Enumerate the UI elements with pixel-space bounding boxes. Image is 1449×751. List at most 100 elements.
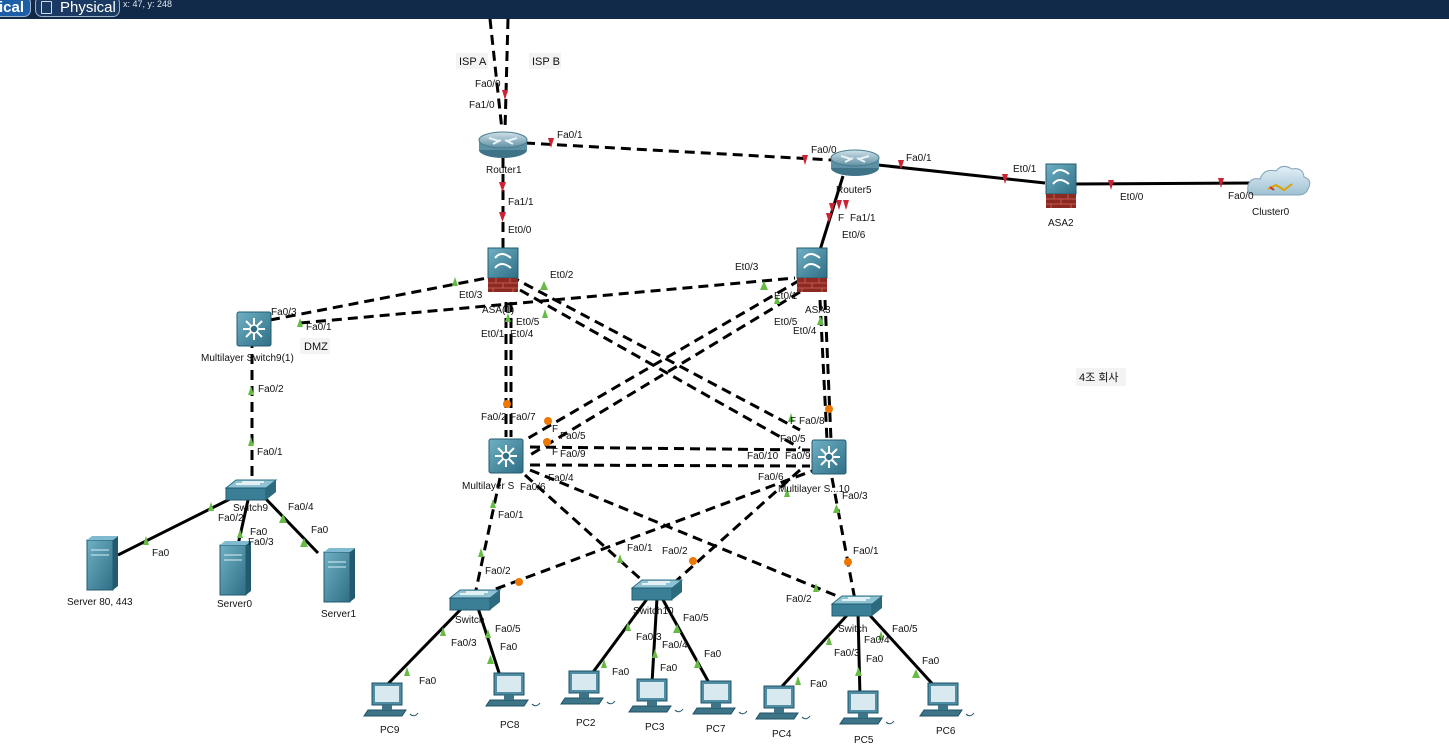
pc-icon[interactable]	[485, 672, 541, 707]
port-label: Fa0/7	[510, 412, 536, 423]
port-label: Et0/1	[774, 291, 798, 302]
pc-icon[interactable]	[628, 678, 684, 713]
router-icon[interactable]	[478, 131, 528, 159]
device-label-router1: Router1	[486, 165, 522, 176]
switch-icon[interactable]	[631, 579, 683, 601]
port-label: Fa0/9	[785, 451, 811, 462]
pc-icon[interactable]	[755, 685, 811, 720]
port-label: Fa1/1	[850, 213, 876, 224]
port-label: Fa0/1	[853, 546, 879, 557]
port-label: Fa0/5	[892, 624, 918, 635]
port-label: Et0/3	[459, 290, 483, 301]
multilayer-switch-icon[interactable]	[811, 439, 847, 475]
physical-tab-label: Physical	[60, 0, 116, 16]
device-label-server1: Server1	[321, 609, 356, 620]
port-label: Fa0/6	[520, 482, 546, 493]
port-label: Et0/0	[1120, 192, 1144, 203]
port-label: Et0/1	[481, 329, 505, 340]
port-label: Fa0/3	[636, 632, 662, 643]
port-label: Et0/0	[508, 225, 532, 236]
port-label: Et0/5	[516, 317, 540, 328]
port-label: Fa0/1	[627, 543, 653, 554]
pc-icon[interactable]	[839, 690, 895, 725]
pc-icon[interactable]	[363, 682, 419, 717]
port-label: Et0/3	[735, 262, 759, 273]
port-label: Fa0/1	[498, 510, 524, 521]
notes: ISP A ISP B DMZ 4조 회사	[300, 53, 1126, 386]
device-label-pc6: PC6	[936, 726, 956, 737]
device-label-asa1: ASA(1)	[482, 305, 514, 316]
port-label: Fa0/3	[271, 307, 297, 318]
note-isp-a: ISP A	[459, 56, 487, 68]
port-label: Et0/6	[842, 230, 866, 241]
port-label: Fa0	[704, 649, 722, 660]
link-status-markers	[143, 90, 1224, 685]
port-label: F	[552, 447, 558, 458]
device-label-multilayer-switch10: Multilayer S...10	[778, 484, 850, 495]
port-label: Fa0/5	[780, 434, 806, 445]
port-label: Fa0/4	[662, 640, 688, 651]
port-label: Fa0/2	[786, 594, 812, 605]
toolbar: ical Physical x: 47, y: 248	[0, 0, 1449, 19]
pc-icon[interactable]	[692, 680, 748, 715]
device-label-asa2: ASA2	[1048, 218, 1074, 229]
logical-tab[interactable]: ical	[0, 0, 31, 17]
port-label: Fa0	[866, 654, 884, 665]
port-label: Fa0/3	[248, 537, 274, 548]
port-label: Fa0/4	[548, 473, 574, 484]
device-label-server0: Server0	[217, 599, 252, 610]
port-label: Fa0/2	[481, 412, 507, 423]
device-label-multilayer-switch9: Multilayer Switch9(1)	[201, 353, 294, 364]
device-label-pc7: PC7	[706, 724, 726, 735]
server-icon[interactable]	[86, 535, 119, 591]
port-label: Fa0/9	[560, 449, 586, 460]
port-label: Fa0/0	[475, 79, 501, 90]
device-label-pc2: PC2	[576, 718, 596, 729]
port-label: Fa0/8	[799, 416, 825, 427]
note-dmz: DMZ	[304, 341, 328, 353]
workspace-canvas[interactable]: ISP A ISP B DMZ 4조 회사 Router1 Router5 AS…	[0, 19, 1449, 751]
server-icon[interactable]	[219, 540, 252, 596]
port-label: Fa0/6	[758, 472, 784, 483]
multilayer-switch-icon[interactable]	[236, 311, 272, 347]
port-label: Fa0	[250, 527, 268, 538]
device-label-server-web: Server 80, 443	[67, 597, 133, 608]
switch-icon[interactable]	[449, 589, 501, 611]
switch-icon[interactable]	[225, 479, 277, 501]
server-icon[interactable]	[323, 547, 356, 603]
port-label: Fa0/10	[747, 451, 779, 462]
port-label: Fa0/3	[451, 638, 477, 649]
port-label: Fa0/2	[662, 546, 688, 557]
pc-icon[interactable]	[560, 670, 616, 705]
port-label: Fa0/5	[495, 624, 521, 635]
cursor-coordinates: x: 47, y: 248	[123, 0, 173, 9]
port-label: Fa0/1	[557, 130, 583, 141]
device-label-pc5: PC5	[854, 735, 874, 746]
device-label-switch-left: Switch	[455, 615, 484, 626]
port-label: Fa0/0	[1228, 191, 1254, 202]
port-label: Fa0	[311, 525, 329, 536]
firewall-icon[interactable]	[1045, 163, 1077, 209]
port-label: Et0/4	[510, 329, 534, 340]
port-label: Fa0	[660, 663, 678, 674]
port-label: Fa0	[419, 676, 437, 687]
note-team: 4조 회사	[1079, 371, 1119, 384]
port-label: Fa0	[612, 667, 630, 678]
router-icon[interactable]	[830, 149, 880, 177]
port-label: Fa0/5	[560, 431, 586, 442]
port-label: Fa0/4	[864, 635, 890, 646]
cloud-icon[interactable]	[1246, 165, 1311, 196]
multilayer-switch-icon[interactable]	[488, 438, 524, 474]
firewall-icon[interactable]	[796, 247, 828, 293]
port-label: Fa0/1	[257, 447, 283, 458]
switch-icon[interactable]	[831, 595, 883, 617]
physical-tab[interactable]: Physical	[35, 0, 120, 17]
device-label-switch9: Switch9	[233, 503, 268, 514]
device-label-asa3: ASA3	[805, 305, 831, 316]
pc-icon[interactable]	[919, 682, 975, 717]
device-label-switch-right: Switch	[838, 624, 867, 635]
port-label: Fa0/2	[218, 513, 244, 524]
firewall-icon[interactable]	[487, 247, 519, 293]
device-label-cluster0: Cluster0	[1252, 207, 1290, 218]
port-label: Fa1/0	[469, 100, 495, 111]
